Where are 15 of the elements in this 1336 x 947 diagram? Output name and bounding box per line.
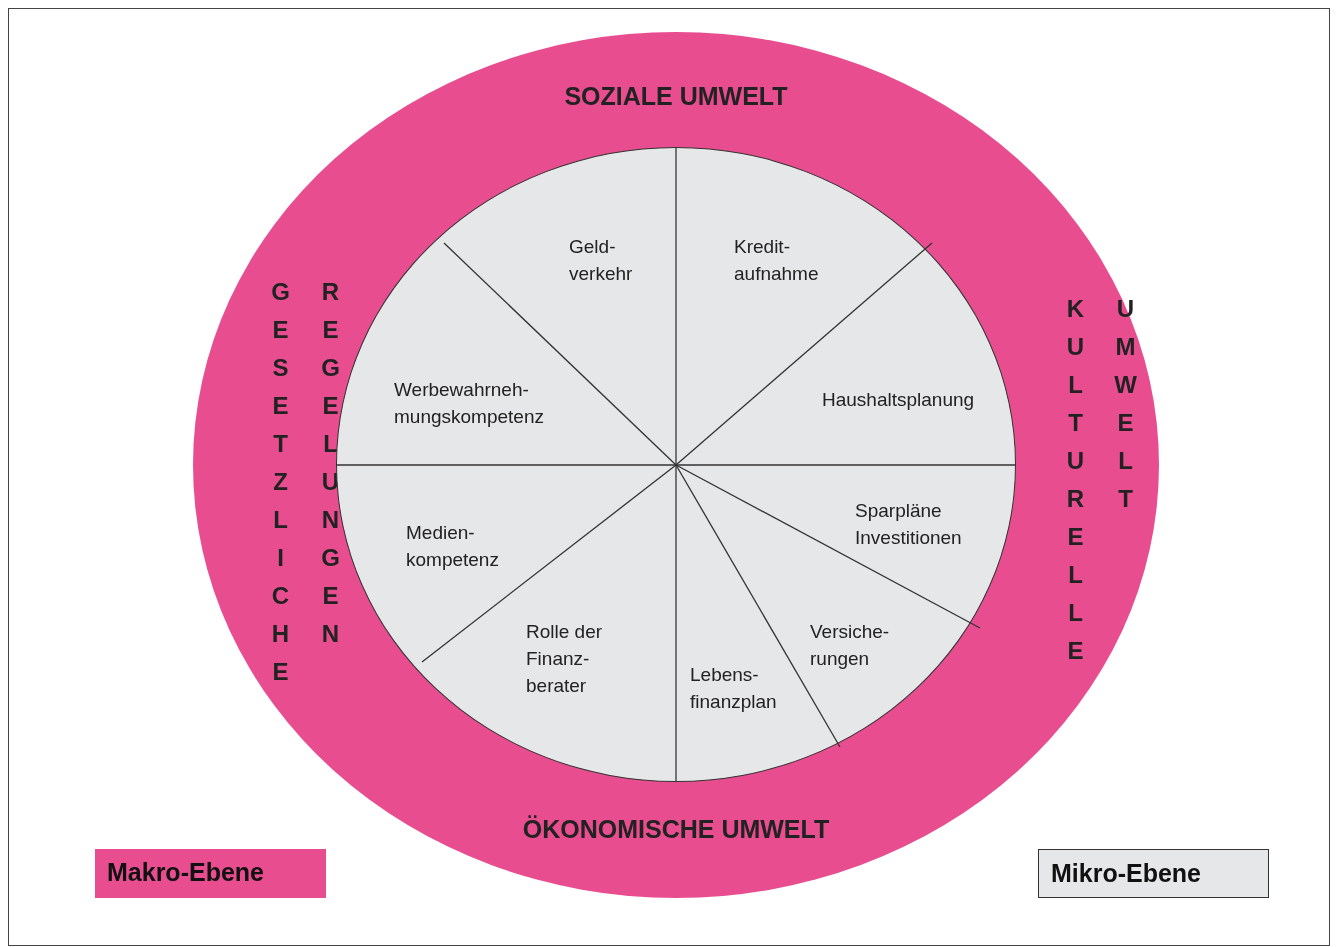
legend-label: Mikro-Ebene — [1038, 849, 1269, 898]
sector-label: Geld- verkehr — [569, 233, 649, 287]
heading-text: ÖKONOMISCHE UMWELT — [521, 815, 831, 844]
sector-label: Medien- kompetenz — [406, 519, 521, 573]
sector-label: Rolle der Finanz- berater — [526, 618, 621, 699]
vertical-text: GESETZLICHE REGELUNGEN — [266, 278, 345, 678]
vertical-text: KULTURELLE UMWELT — [1061, 295, 1140, 677]
sector-label: Kredit- aufnahme — [734, 233, 844, 287]
sector-label: Versiche- rungen — [810, 618, 910, 672]
sector-label: Sparpläne Investitionen — [855, 497, 985, 551]
sector-label: Haushaltsplanung — [822, 386, 975, 413]
heading-text: SOZIALE UMWELT — [563, 82, 789, 111]
sector-label: Werbewahrneh- mungskompetenz — [394, 376, 579, 430]
legend-label: Makro-Ebene — [95, 849, 326, 898]
sector-label: Lebens- finanzplan — [690, 661, 795, 715]
